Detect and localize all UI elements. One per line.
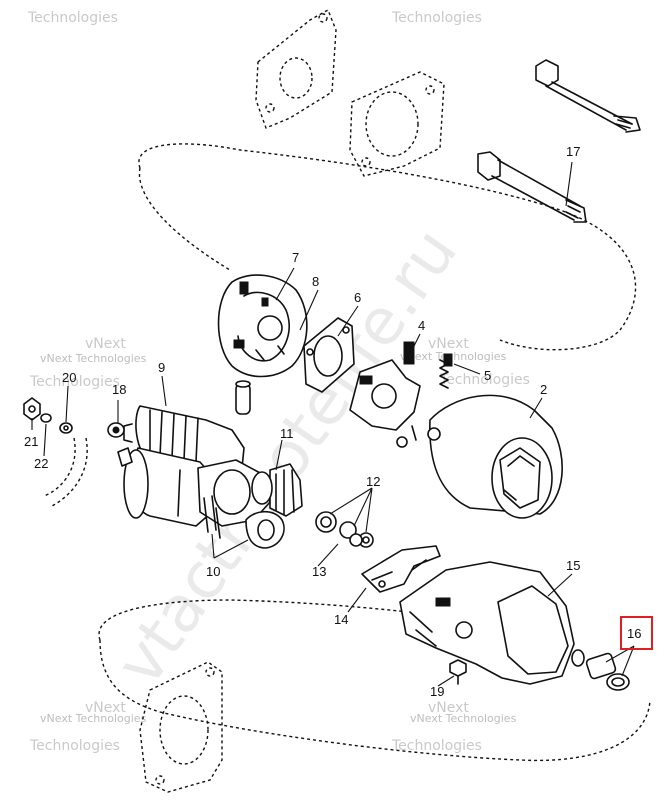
callout-labels: 17 7 8 6 4 5 2 9 18 20 21 22 11 10 12 13… [24, 144, 580, 699]
callout-6[interactable]: 6 [354, 290, 361, 305]
studs-10[interactable] [203, 495, 285, 549]
callout-15[interactable]: 15 [566, 558, 580, 573]
watermark-brand-mid-left: vNext Technologies [40, 352, 147, 365]
solenoid[interactable] [117, 447, 215, 527]
watermark-brand-mid-right: vNext Technologies [400, 350, 507, 363]
nut-21[interactable] [23, 397, 41, 421]
through-bolt-17[interactable] [477, 59, 641, 223]
callout-18[interactable]: 18 [112, 382, 126, 397]
pinion-gear-11[interactable] [251, 463, 303, 517]
callout-17[interactable]: 17 [566, 144, 580, 159]
mount-plate-top-outline [255, 9, 337, 129]
brush-spring-5[interactable] [439, 353, 453, 389]
watermark-brand-mid-left-small: vNext [85, 336, 126, 352]
bushing-8[interactable] [235, 380, 251, 415]
callout-4[interactable]: 4 [418, 318, 425, 333]
bushing-16[interactable] [585, 652, 630, 691]
watermark-brand-bottom-right-small: vNext [428, 700, 469, 716]
callout-10[interactable]: 10 [206, 564, 220, 579]
callout-8[interactable]: 8 [312, 274, 319, 289]
mount-plate-second-outline [349, 71, 445, 177]
bolt-19[interactable] [449, 659, 467, 685]
callout-14[interactable]: 14 [334, 612, 348, 627]
mount-plate-bottom-hole [159, 695, 209, 765]
callout-19[interactable]: 19 [430, 684, 444, 699]
watermark-brand-bottom-right: vNext Technologies [410, 712, 517, 725]
brush-holder-4[interactable] [349, 341, 421, 448]
mount-plate-second-hole [365, 91, 419, 157]
cap-18[interactable] [107, 422, 125, 438]
highlighted-callout-16[interactable]: 16 [620, 616, 653, 650]
callout-13[interactable]: 13 [312, 564, 326, 579]
highlight-box [620, 616, 653, 650]
washer-20[interactable] [59, 422, 73, 434]
shift-lever-14[interactable] [361, 545, 441, 593]
mount-plate-top-hole [279, 57, 313, 99]
yoke-housing-2[interactable] [427, 394, 563, 519]
callout-20[interactable]: 20 [62, 370, 76, 385]
callout-21[interactable]: 21 [24, 434, 38, 449]
watermark-brand-mid-left-2: Technologies [29, 374, 120, 390]
callout-2[interactable]: 2 [540, 382, 547, 397]
watermark-brand-top-left: Technologies [27, 10, 118, 26]
watermark-brand-bottom-left: vNext Technologies [40, 712, 147, 725]
callout-12[interactable]: 12 [366, 474, 380, 489]
upper-mounting-loop [138, 143, 637, 351]
washer-22[interactable] [40, 413, 52, 423]
callout-7[interactable]: 7 [292, 250, 299, 265]
front-housing-15[interactable] [399, 561, 585, 685]
leader-lines [31, 161, 635, 687]
rear-cover-7[interactable] [217, 274, 308, 378]
watermark-brand-mid-right-2: Technologies [439, 372, 530, 388]
watermark-brand-top-right: Technologies [391, 10, 482, 26]
washers-12[interactable] [315, 511, 374, 548]
brush-plate-6[interactable] [303, 317, 355, 393]
callout-9[interactable]: 9 [158, 360, 165, 375]
ring-13[interactable] [349, 533, 363, 547]
mount-plate-bottom-outline [139, 661, 223, 793]
callout-5[interactable]: 5 [484, 368, 491, 383]
wire-harness-outline [43, 437, 88, 507]
callout-16[interactable]: 16 [627, 626, 641, 641]
watermark-brand-mid-right-small: vNext [428, 336, 469, 352]
watermark-brand-bottom-left-small: vNext [85, 700, 126, 716]
watermark-brand-bottom-left-2: Technologies [29, 738, 120, 754]
watermark-brand-bottom-right-2: Technologies [391, 738, 482, 754]
callout-22[interactable]: 22 [34, 456, 48, 471]
callout-11[interactable]: 11 [280, 426, 294, 441]
